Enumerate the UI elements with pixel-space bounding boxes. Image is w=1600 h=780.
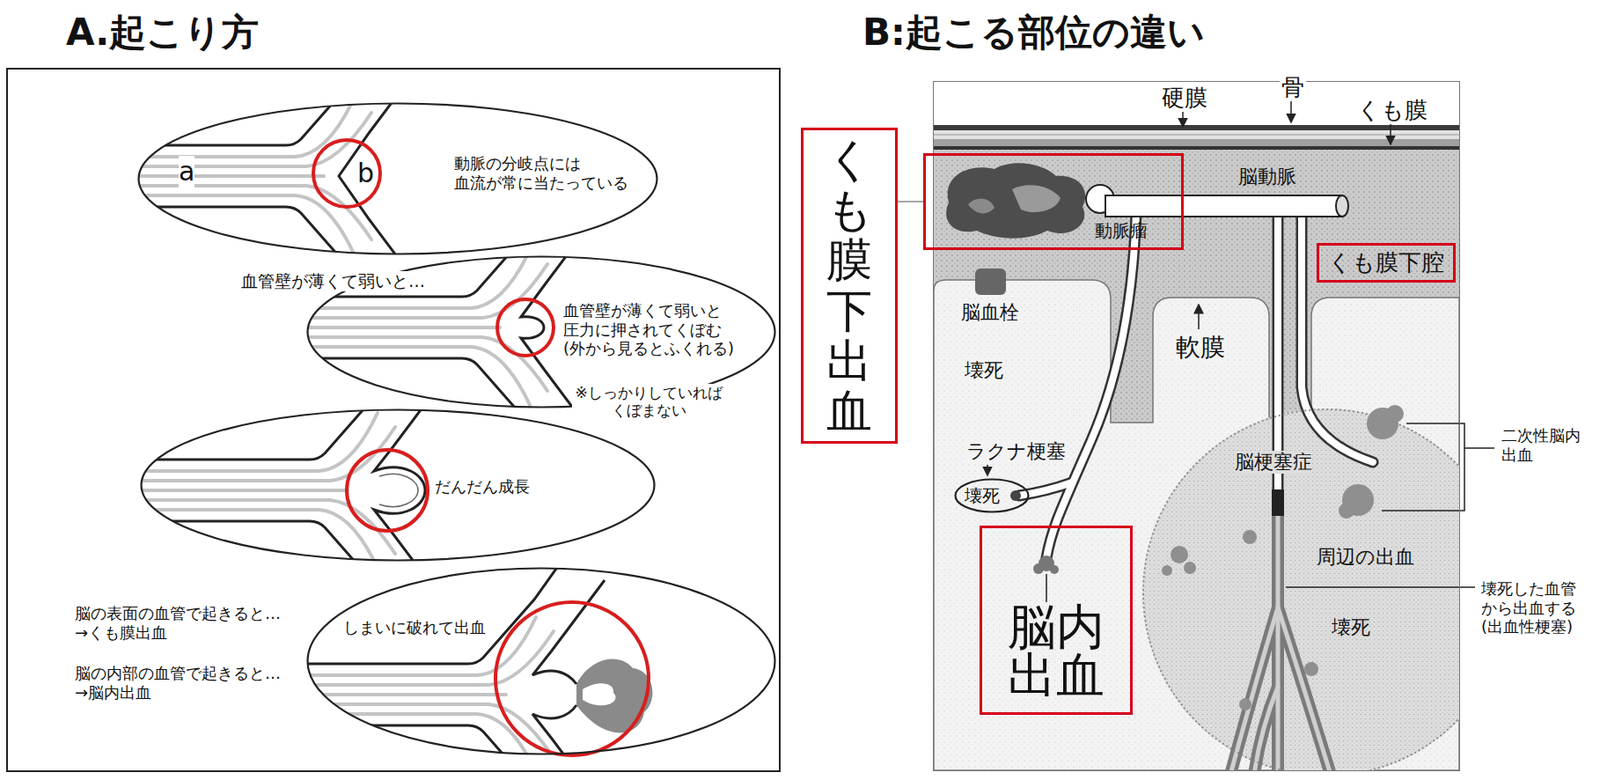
ellipse-shape: [139, 103, 658, 255]
stage-one-artery: [35, 44, 423, 309]
note-text: ※しっかりしていれば くぼまない: [572, 383, 726, 420]
note-text: 脳の表面の血管で起きると… →くも膜出血: [73, 603, 285, 642]
circle-shape: [1143, 409, 1460, 771]
highlight-box: 脳内 出血: [979, 525, 1133, 715]
panel-title: A.起こり方: [66, 10, 259, 55]
part-name: くも膜: [1355, 96, 1430, 125]
stage-note: しまいに破れて出血: [343, 617, 486, 638]
stage-ellipse: a b 動脈の分岐点には 血流が常に当たっている: [137, 102, 659, 256]
connector-line: [897, 200, 924, 203]
vessel-letter: b: [357, 157, 375, 190]
part-name: 二次性脳内 出血: [1499, 425, 1585, 464]
ellipse-shape: [141, 410, 655, 561]
vessel-letter: a: [178, 155, 195, 188]
part-name: 動脈瘤: [1094, 220, 1148, 242]
ellipse-outline: [306, 566, 777, 756]
part-name: 軟膜: [1174, 332, 1227, 363]
brain-section: [933, 81, 1460, 771]
part-name: 脳梗塞症: [1234, 450, 1313, 474]
part-name: 骨: [1279, 73, 1307, 102]
part-name: 壊死した血管 から出血する (出血性梗塞): [1479, 579, 1580, 637]
stage-note: 動脈の分岐点には 血流が常に当たっている: [454, 154, 631, 192]
stage-ellipse: だんだん成長: [139, 408, 656, 562]
highlight-text: 脳内 出血: [1006, 602, 1106, 700]
part-name: 壊死: [962, 359, 1006, 382]
necrosis-ellipse: 壊死: [954, 477, 1030, 514]
infarct-region: 脳梗塞症周辺の出血壊死: [1142, 408, 1460, 771]
part-name: 壊死: [1331, 616, 1371, 639]
panel-title: B:起こる部位の違い: [862, 10, 1205, 55]
part-name: 脳血栓: [959, 300, 1021, 324]
highlight-box: くも膜下出血: [800, 127, 898, 444]
highlight-text: くも膜下出血: [826, 134, 873, 437]
highlight-circle: [313, 139, 649, 756]
stage-note: 血管壁が薄くて弱いと 圧力に押されてくぼむ (外から見るとふくれる): [563, 300, 737, 359]
stage-note: だんだん成長: [434, 477, 530, 497]
highlight-text: くも膜下腔: [1328, 249, 1445, 277]
part-name: 脳動脈: [1236, 165, 1299, 189]
ellipse-shape: [955, 479, 1029, 513]
highlight-box: くも膜下腔: [1316, 242, 1456, 283]
stage-ellipse: しまいに破れて出血: [306, 566, 777, 756]
panel-frame: B:起こる部位の違い動脈瘤くも膜下腔壊死脳内 出血脳梗塞症周辺の出血壊死: [933, 81, 1460, 771]
part-name: 周辺の出血: [1316, 545, 1415, 569]
ellipse-shape: [308, 568, 776, 755]
ellipse-outline: [139, 408, 656, 562]
note-text: 脳の内部の血管で起きると… →脳内出血: [73, 663, 285, 702]
note-text: 血管壁が薄くて弱いと…: [239, 271, 427, 292]
part-name: 硬膜: [1159, 84, 1210, 112]
stage-four-artery: [217, 562, 653, 780]
part-name: 壊死: [964, 484, 1000, 507]
part-name: ラクナ梗塞: [964, 440, 1068, 463]
stage-three-artery: [58, 358, 447, 623]
highlight-box: 動脈瘤: [923, 153, 1184, 250]
